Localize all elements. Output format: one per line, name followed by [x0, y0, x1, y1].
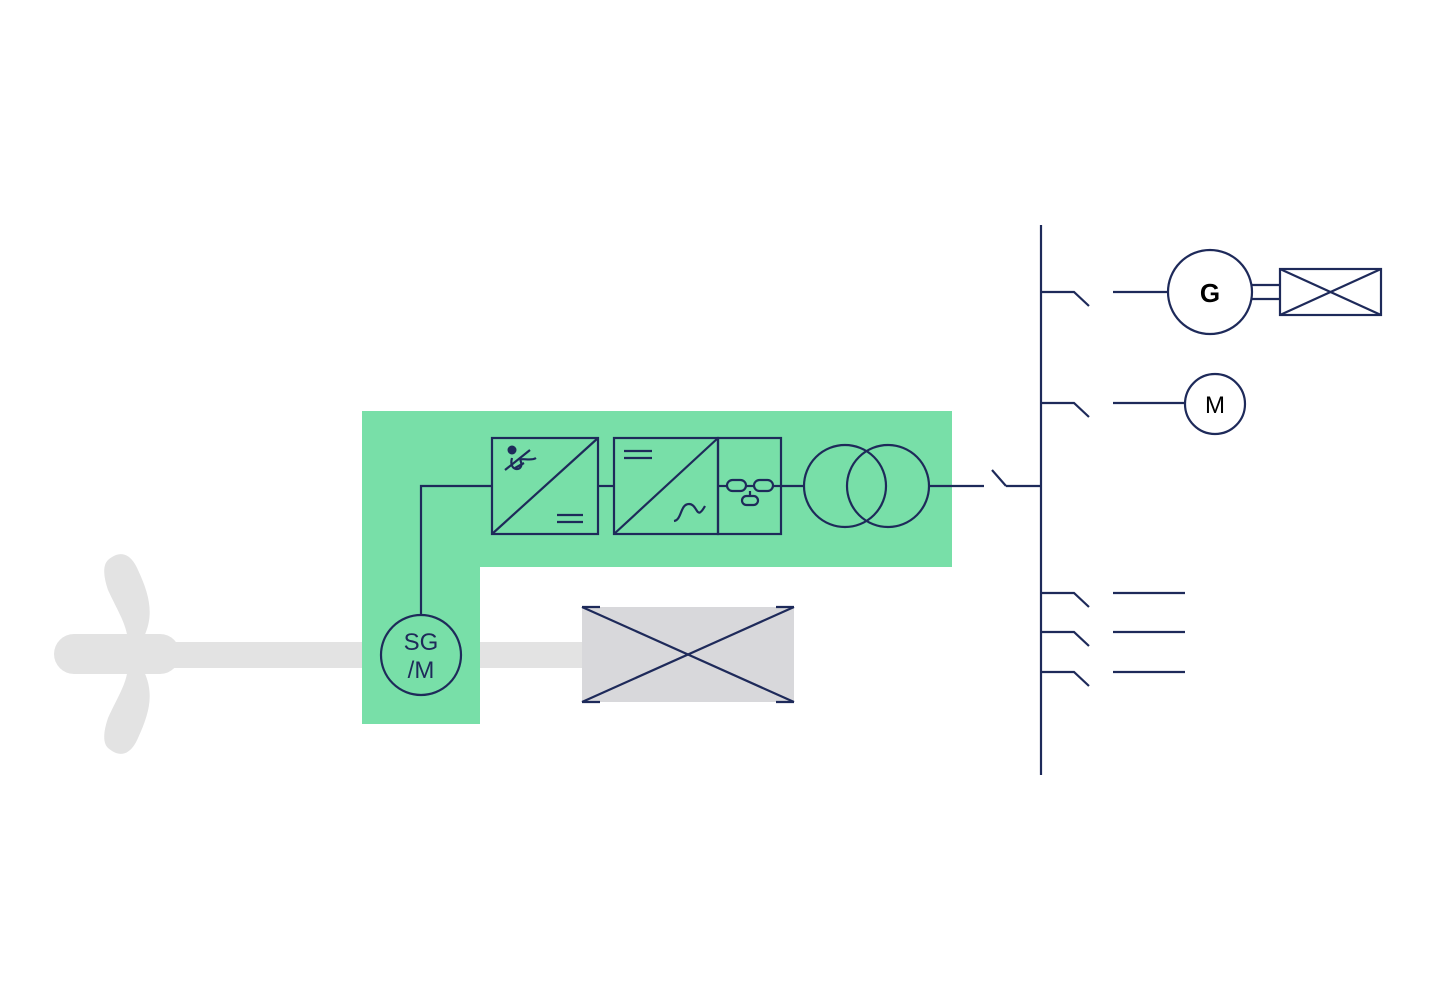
feeder-4 — [1041, 630, 1185, 647]
circuit-breaker-icon — [991, 469, 1041, 488]
engine-icon — [1278, 267, 1383, 317]
propeller-icon — [54, 554, 180, 754]
machine-connection-line — [419, 484, 492, 614]
motor-feeder — [1041, 372, 1247, 436]
shaft-machine-icon — [379, 613, 463, 697]
generator-feeder — [1041, 248, 1383, 336]
ac-dc-converter-icon — [490, 436, 600, 536]
feeder-3 — [1041, 591, 1185, 608]
shaft-machine-label-line1: SG — [404, 629, 439, 656]
shaft-machine-label-line2: /M — [408, 657, 435, 684]
feeder-5 — [1041, 670, 1185, 687]
motor-label: M — [1205, 392, 1225, 419]
gearbox-icon — [581, 605, 795, 704]
generator-label: G — [1200, 278, 1220, 308]
